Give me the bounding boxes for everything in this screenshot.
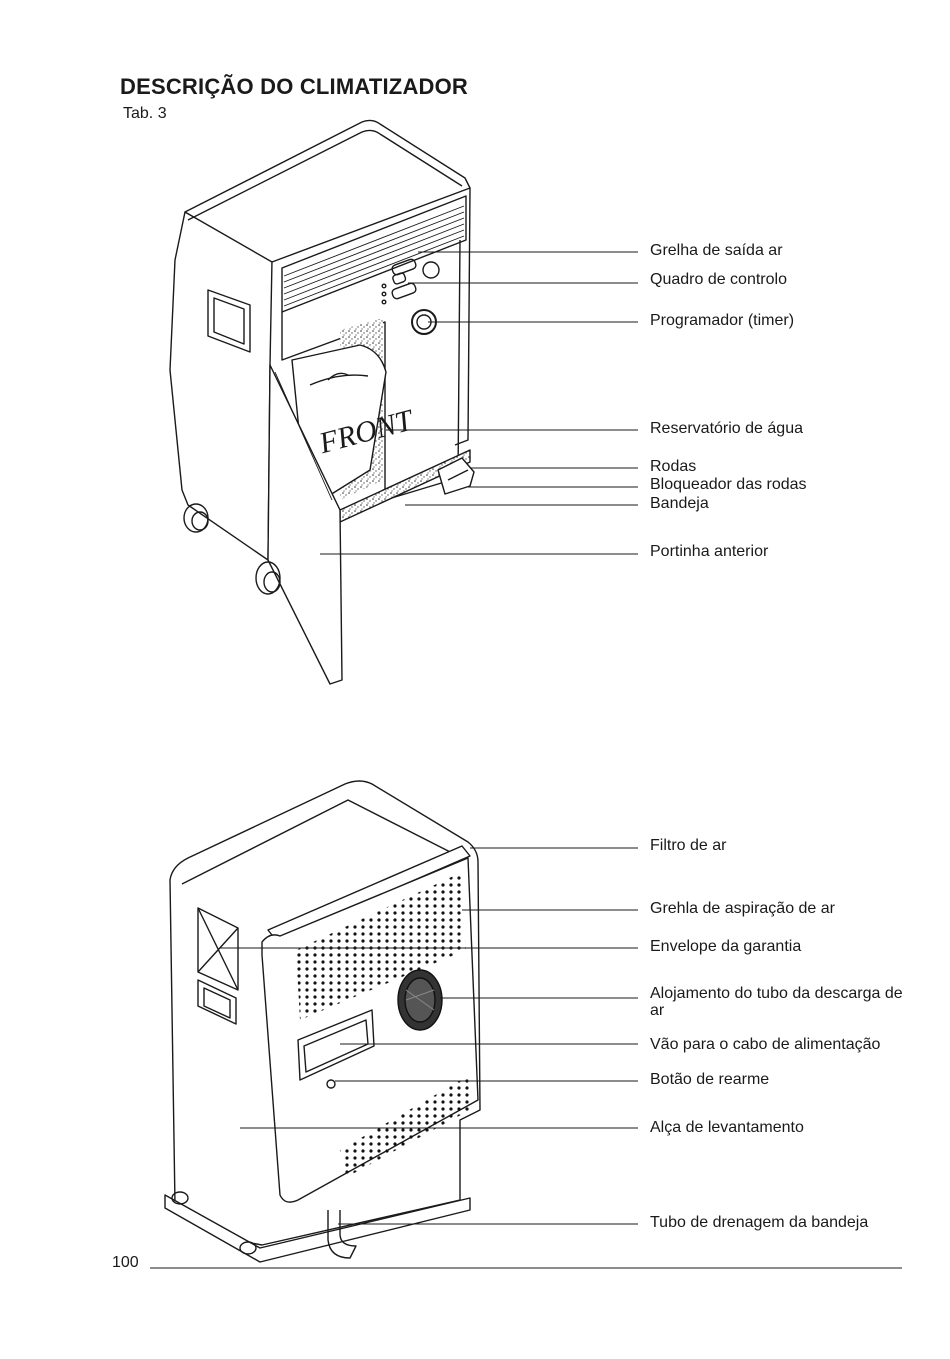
rear-leader-lines <box>220 847 638 1225</box>
table-reference: Tab. 3 <box>123 105 167 122</box>
side-handle <box>207 289 251 353</box>
label-cable-slot: Vão para o cabo de alimentação <box>650 1036 881 1053</box>
label-water-tank: Reservatório de água <box>650 420 803 437</box>
drain-tube <box>327 1210 357 1259</box>
label-air-intake-grille: Grehla de aspiração de ar <box>650 900 835 917</box>
label-air-outlet-grille: Grelha de saída ar <box>650 242 783 259</box>
label-wheel-lock: Bloqueador das rodas <box>650 476 807 493</box>
label-lifting-handle: Alça de levantamento <box>650 1119 804 1136</box>
label-tray: Bandeja <box>650 495 709 512</box>
page-title: DESCRIÇÃO DO CLIMATIZADOR <box>120 74 469 99</box>
lifting-handle <box>197 979 237 1025</box>
label-timer: Programador (timer) <box>650 312 795 329</box>
wheel-lock <box>437 457 475 495</box>
label-reset-button: Botão de rearme <box>650 1071 770 1088</box>
label-control-panel: Quadro de controlo <box>650 271 787 288</box>
front-view-unit: FRONT <box>169 119 475 685</box>
wheels <box>183 503 281 595</box>
lower-grille <box>340 1076 470 1178</box>
label-drain-tube: Tubo de drenagem da bandeja <box>650 1214 869 1231</box>
reset-button <box>326 1079 336 1089</box>
control-panel <box>381 258 440 305</box>
front-leader-lines <box>320 251 638 555</box>
exhaust-port <box>397 969 443 1031</box>
label-air-filter: Filtro de ar <box>650 837 727 854</box>
label-exhaust-port: Alojamento do tubo da descarga de ar <box>650 985 903 1019</box>
air-outlet-grille <box>281 195 467 313</box>
warranty-envelope <box>197 907 239 991</box>
page-number: 100 <box>112 1254 139 1271</box>
front-door <box>267 364 343 685</box>
rear-view-unit <box>164 780 481 1263</box>
label-wheels: Rodas <box>650 458 697 475</box>
water-tank: FRONT <box>291 344 418 496</box>
air-intake-grille <box>296 872 466 1020</box>
label-warranty-envelope: Envelope da garantia <box>650 938 802 955</box>
label-front-door: Portinha anterior <box>650 543 769 560</box>
